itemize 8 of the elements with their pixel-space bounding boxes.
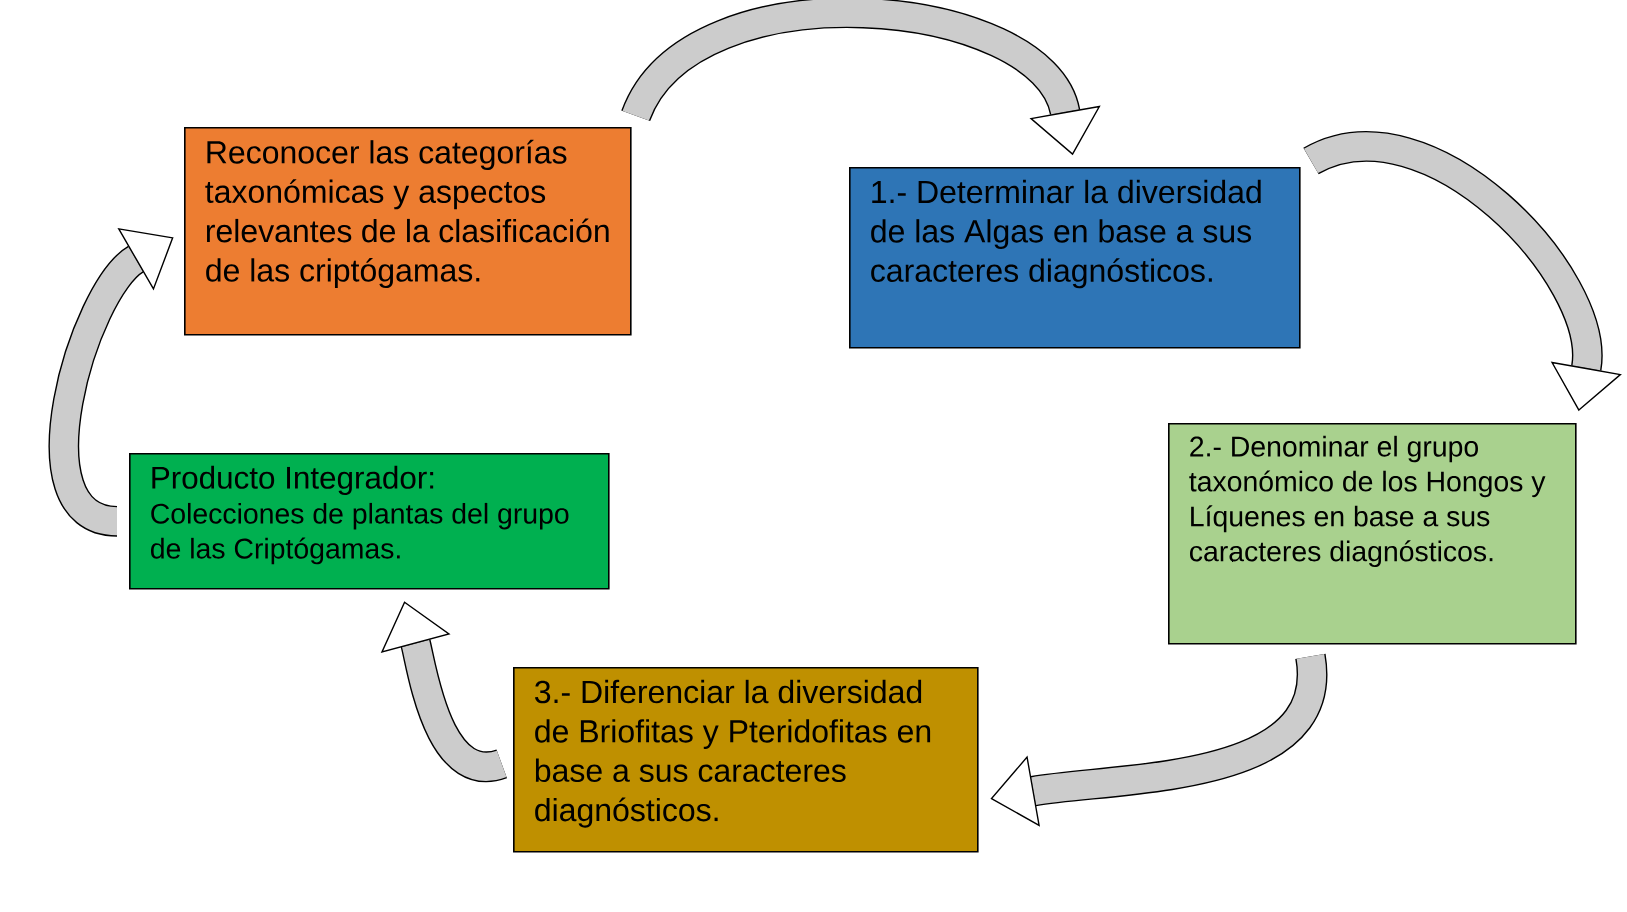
block-arrow	[49, 228, 174, 537]
process-box: Producto Integrador: Colecciones de plantas del grupo de las Criptógamas.	[129, 453, 610, 590]
process-box: 1.- Determinar la diversidad de las Algas en base a sus caracteres diagnósticos.	[849, 167, 1301, 349]
block-arrow	[990, 655, 1327, 827]
process-box: 2.- Denominar el grupo taxonómico de los Hongos y Líquenes en base a sus caracteres diagnósticos.	[1168, 423, 1577, 645]
process-box: Reconocer las categorías taxonómicas y aspectos relevantes de la clasificación de las criptógamas.	[184, 127, 632, 336]
block-arrow	[380, 601, 505, 783]
process-box: 3.- Diferenciar la diversidad de Briofitas y Pteridofitas en base a sus caracteres diagnósticos.	[513, 667, 979, 853]
